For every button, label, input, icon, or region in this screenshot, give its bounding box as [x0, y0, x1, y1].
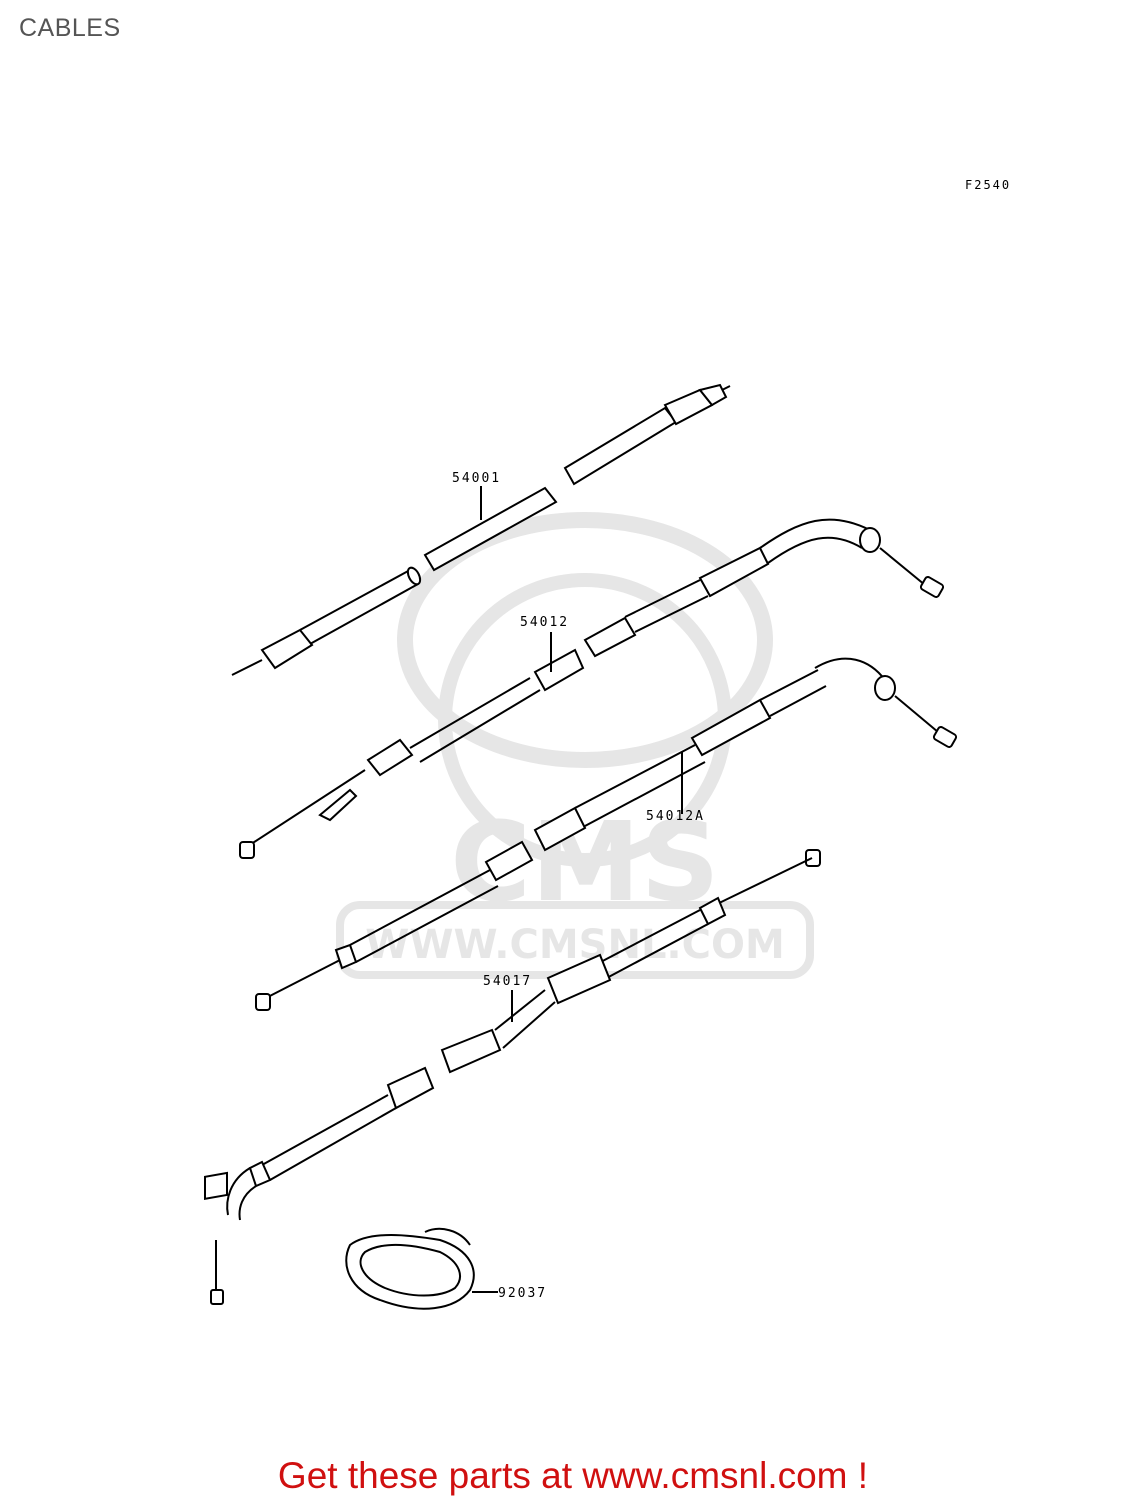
- holder-92037: [345, 1227, 498, 1310]
- cable-54017: [204, 849, 821, 1305]
- get-parts-link[interactable]: Get these parts at www.cmsnl.com !: [277, 1455, 869, 1496]
- watermark-url: WWW.CMSNL.COM: [365, 922, 785, 968]
- part-label-54012A: 54012A: [646, 809, 705, 824]
- part-label-54017: 54017: [483, 974, 532, 989]
- diagram-code: F2540: [965, 178, 1012, 192]
- cable-54012A: [255, 657, 958, 1011]
- cable-54012: [239, 518, 945, 859]
- page-title: CABLES: [19, 14, 121, 42]
- cable-54001: [231, 383, 731, 676]
- part-label-54012: 54012: [520, 615, 569, 630]
- part-label-92037: 92037: [498, 1286, 547, 1301]
- watermark: CMS WWW.CMSNL.COM: [336, 512, 814, 979]
- part-label-54001: 54001: [452, 471, 501, 486]
